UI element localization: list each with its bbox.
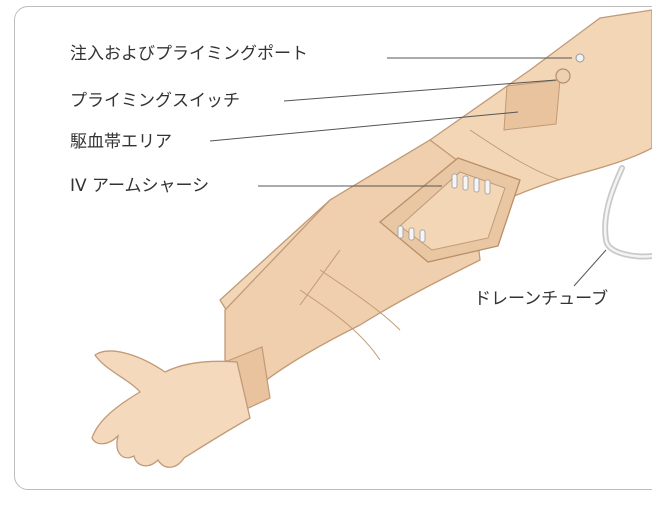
hand <box>91 350 251 468</box>
label-tourniquet-area: 駆血帯エリア <box>70 132 172 152</box>
priming-switch <box>555 68 571 84</box>
label-priming-switch: プライミングスイッチ <box>70 91 240 111</box>
injection-port <box>575 53 585 63</box>
leader-priming-switch <box>283 79 557 102</box>
tourniquet-panel <box>503 79 561 131</box>
label-iv-arm-chassis: IV アームシャーシ <box>70 176 210 196</box>
label-injection-port: 注入およびプライミングポート <box>70 44 308 64</box>
leader-drain-tube <box>573 249 607 287</box>
drain-tube <box>602 165 652 260</box>
label-drain-tube: ドレーンチューブ <box>474 289 609 309</box>
leader-tourniquet <box>209 111 519 142</box>
figure-frame <box>14 6 652 490</box>
